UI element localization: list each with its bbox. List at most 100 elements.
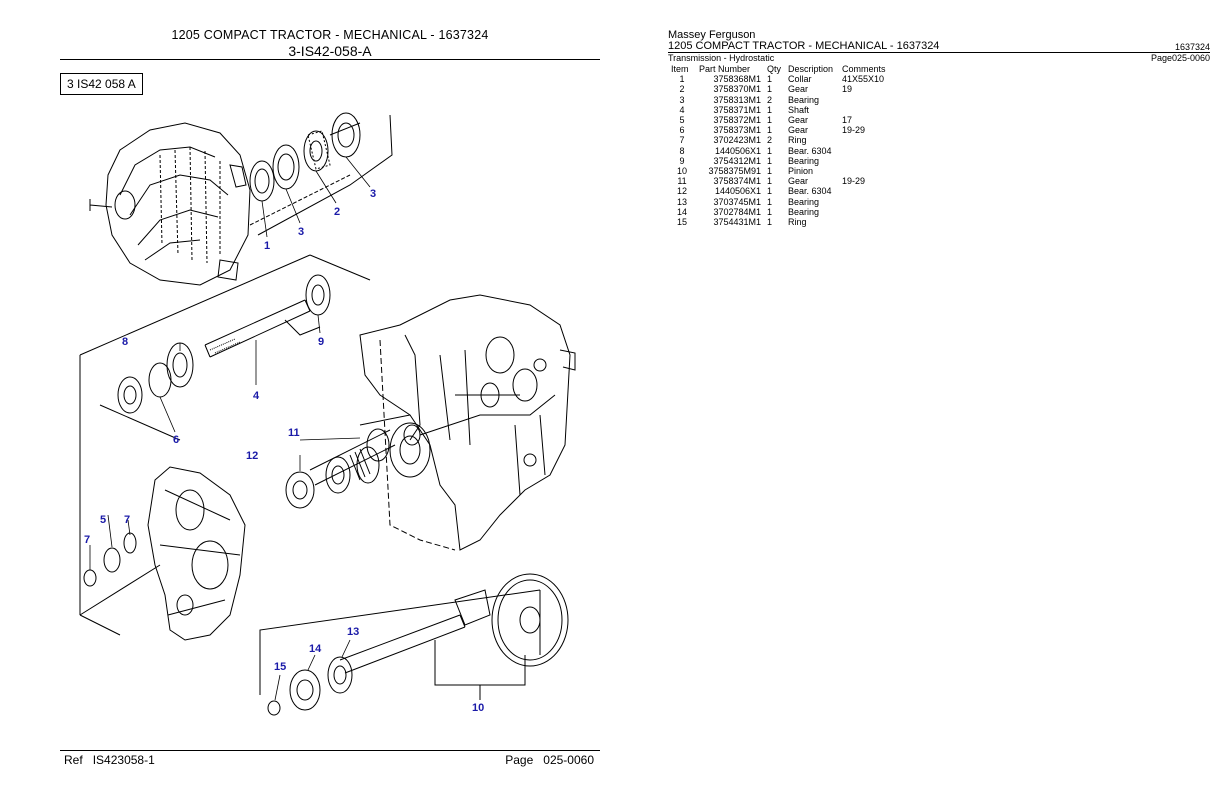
cell-part-number: 3702784M1 xyxy=(713,206,761,217)
cell-part-number: 3758370M1 xyxy=(713,84,761,95)
footer-divider xyxy=(60,750,600,751)
cell-quantity: 2 xyxy=(767,94,773,105)
section-row: Transmission - Hydrostatic Page025-0060 xyxy=(668,53,1210,63)
cell-description: Gear xyxy=(788,176,809,187)
cell-quantity: 1 xyxy=(767,155,773,166)
transmission-housing-drawing xyxy=(359,294,576,551)
cell-description: Bearing xyxy=(788,196,820,207)
cell-part-number: 3758371M1 xyxy=(713,104,761,115)
col-item: Item xyxy=(671,64,689,74)
cell-part-number: 3702423M1 xyxy=(713,135,761,146)
cell-quantity: 1 xyxy=(767,145,773,156)
cell-item-number: 12 xyxy=(676,186,687,197)
callout-3b: 3 xyxy=(370,188,376,200)
cell-quantity: 1 xyxy=(767,125,773,136)
cell-part-number: 3758373M1 xyxy=(713,125,761,136)
callout-7a: 7 xyxy=(84,534,90,546)
cell-item-number: 13 xyxy=(676,196,687,207)
cell-item-number: 7 xyxy=(679,135,685,146)
cell-comments xyxy=(839,186,889,196)
cell-part-number: 1440506X1 xyxy=(714,145,761,156)
page-reference: Page025-0060 xyxy=(1150,53,1210,63)
callout-15: 15 xyxy=(274,661,286,673)
col-comments: Comments xyxy=(842,64,886,74)
footer-page-label: Page xyxy=(505,753,534,767)
countershaft-gears xyxy=(285,414,431,509)
cell-quantity: 1 xyxy=(767,84,773,95)
footer-ref: Ref IS423058-1 xyxy=(64,753,155,767)
callout-14: 14 xyxy=(309,643,322,655)
cell-comments: 41X55X10 xyxy=(842,74,885,85)
cell-part-number: 3758313M1 xyxy=(713,94,761,105)
callout-1: 1 xyxy=(264,240,270,252)
cell-description: Collar xyxy=(788,74,812,85)
footer-page: Page 025-0060 xyxy=(505,753,594,767)
cell-comments xyxy=(839,217,889,227)
cell-comments: 19-29 xyxy=(842,176,866,187)
drawing-title: 1205 COMPACT TRACTOR - MECHANICAL - 1637… xyxy=(171,28,489,42)
cell-item-number: 5 xyxy=(679,115,685,126)
cell-comments: 17 xyxy=(842,115,853,126)
drawing-code: 3-IS42-058-A xyxy=(288,43,372,59)
brand-name: Massey Ferguson xyxy=(668,29,756,41)
cell-comments: 19 xyxy=(842,84,853,95)
cell-part-number: 3758368M1 xyxy=(713,74,761,85)
cell-part-number: 3758374M1 xyxy=(713,176,761,187)
cell-description: Bear. 6304 xyxy=(788,186,832,197)
col-qty: Qty xyxy=(767,64,782,74)
footer-page-value: 025-0060 xyxy=(543,753,594,767)
cell-description: Bearing xyxy=(788,206,820,217)
cell-item-number: 14 xyxy=(676,206,687,217)
callout-13: 13 xyxy=(347,626,359,638)
cell-quantity: 1 xyxy=(767,74,773,85)
header-divider xyxy=(60,59,600,60)
cell-item-number: 2 xyxy=(679,84,685,95)
model-number: 1637324 xyxy=(1174,42,1210,52)
table-row: 3 3758313M1 2 Bearing xyxy=(668,95,889,105)
cell-part-number: 3758375M91 xyxy=(708,166,761,177)
cell-description: Ring xyxy=(788,217,807,228)
cell-item-number: 9 xyxy=(679,155,685,166)
footer-ref-label: Ref xyxy=(64,753,83,767)
parts-table: Item Part Number Qty Description Comment… xyxy=(668,64,889,227)
cell-description: Shaft xyxy=(788,104,810,115)
cell-item-number: 8 xyxy=(679,145,685,156)
section-title: Transmission - Hydrostatic xyxy=(668,53,775,63)
cell-description: Ring xyxy=(788,135,807,146)
cell-quantity: 1 xyxy=(767,186,773,197)
callout-10: 10 xyxy=(472,702,484,714)
cell-quantity: 1 xyxy=(767,206,773,217)
cell-description: Bearing xyxy=(788,94,820,105)
cell-part-number: 3754312M1 xyxy=(713,155,761,166)
cell-item-number: 10 xyxy=(676,166,687,177)
table-row: 9 3754312M1 1 Bearing xyxy=(668,156,889,166)
footer-ref-value: IS423058-1 xyxy=(92,753,155,767)
callout-2: 2 xyxy=(334,206,340,218)
cell-quantity: 1 xyxy=(767,196,773,207)
exploded-parts-diagram: 1 2 3 3 4 5 6 7 7 8 9 10 11 12 13 14 15 xyxy=(79,112,576,716)
callout-4: 4 xyxy=(253,390,260,402)
callout-12: 12 xyxy=(246,450,258,462)
cell-item-number: 4 xyxy=(679,104,685,115)
cell-quantity: 1 xyxy=(767,166,773,177)
cell-item-number: 3 xyxy=(679,94,685,105)
cell-part-number: 3754431M1 xyxy=(713,217,761,228)
cell-description: Gear xyxy=(788,125,809,136)
pinion-assembly xyxy=(259,573,569,716)
cell-description: Bearing xyxy=(788,155,820,166)
cell-part-number: 1440506X1 xyxy=(714,186,761,197)
cell-quantity: 1 xyxy=(767,176,773,187)
main-shaft-assembly xyxy=(79,254,371,615)
cell-comments xyxy=(839,95,889,105)
cell-comments xyxy=(839,105,889,115)
cell-comments xyxy=(839,207,889,217)
cell-quantity: 2 xyxy=(767,135,773,146)
callout-7b: 7 xyxy=(124,514,130,526)
